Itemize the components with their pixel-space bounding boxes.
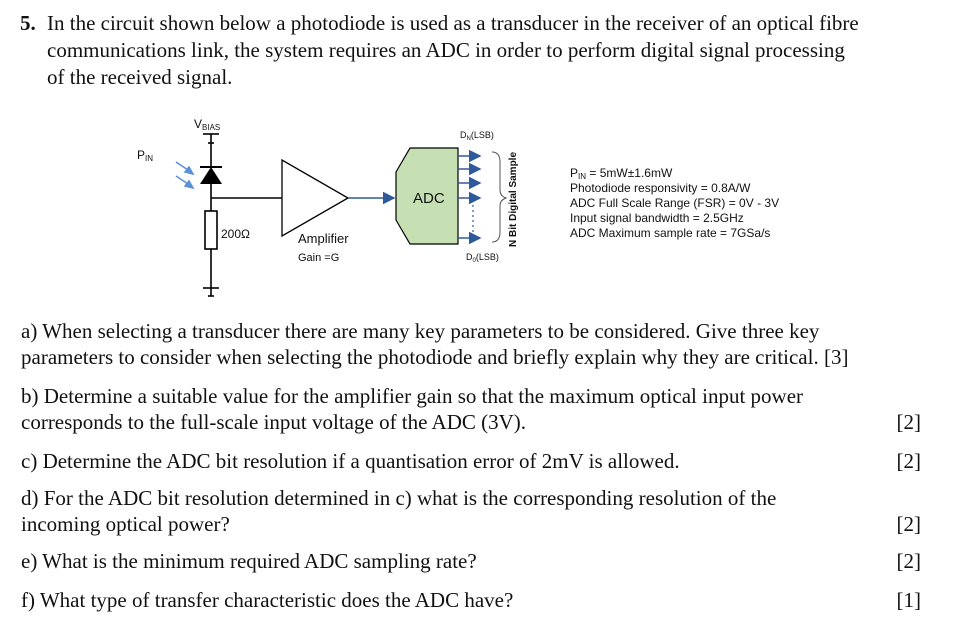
part-b-line-2: corresponds to the full-scale input volt…	[21, 410, 527, 434]
part-e: e) What is the minimum required ADC samp…	[21, 548, 921, 574]
amplifier-gain: Gain =G	[298, 252, 339, 264]
part-a-line-2: parameters to consider when selecting th…	[21, 345, 849, 369]
param-fsr: ADC Full Scale Range (FSR) = 0V - 3V	[570, 196, 779, 210]
photodiode-symbol	[200, 166, 222, 211]
d0-label: D0(LSB)	[466, 252, 499, 264]
part-e-mark: [2]	[896, 549, 922, 573]
part-d-line-2: incoming optical power?	[21, 512, 230, 536]
part-c-mark: [2]	[896, 449, 922, 473]
ground-symbol	[203, 249, 219, 297]
part-e-line-1: e) What is the minimum required ADC samp…	[21, 549, 477, 573]
pin-label: PIN	[137, 148, 153, 163]
part-d: d) For the ADC bit resolution determined…	[21, 485, 921, 537]
resistor-label: 200Ω	[221, 227, 250, 241]
intro-line-3: of the received signal.	[47, 65, 233, 89]
amplifier-label: Amplifier	[298, 231, 349, 246]
part-b-line-1: b) Determine a suitable value for the am…	[21, 384, 804, 408]
part-a-line-1: a) When selecting a transducer there are…	[21, 319, 820, 343]
amplifier-symbol	[281, 158, 350, 238]
part-f-line-1: f) What type of transfer characteristic …	[21, 588, 514, 612]
param-bandwidth: Input signal bandwidth = 2.5GHz	[570, 211, 744, 225]
nbit-label: N Bit Digital Sample	[508, 152, 519, 247]
output-brace	[491, 151, 508, 243]
circuit-diagram: PIN VBIAS 200Ω Amplifier Gain =G ADC	[137, 117, 779, 297]
part-a: a) When selecting a transducer there are…	[21, 318, 921, 370]
param-pin: PIN = 5mW±1.6mW	[570, 166, 673, 181]
resistor-symbol	[204, 210, 218, 250]
adc-output-arrows	[458, 149, 482, 245]
question-intro: 5. In the circuit shown below a photodiod…	[20, 10, 940, 91]
light-arrows	[175, 161, 195, 190]
part-c: c) Determine the ADC bit resolution if a…	[21, 448, 921, 474]
part-f-mark: [1]	[896, 588, 922, 612]
part-b: b) Determine a suitable value for the am…	[21, 383, 921, 435]
param-responsivity: Photodiode responsivity = 0.8A/W	[570, 181, 751, 195]
intro-line-1: In the circuit shown below a photodiode …	[47, 11, 859, 35]
adc-label: ADC	[413, 190, 445, 207]
intro-line-2: communications link, the system requires…	[47, 38, 845, 62]
adc-block	[395, 147, 459, 245]
part-d-mark: [2]	[896, 512, 922, 536]
part-b-mark: [2]	[896, 410, 922, 434]
circuit-parameters: PIN = 5mW±1.6mW Photodiode responsivity …	[570, 166, 779, 240]
dn-label: DN(LSB)	[460, 130, 494, 142]
vbias-label: VBIAS	[194, 117, 220, 132]
part-d-line-1: d) For the ADC bit resolution determined…	[21, 486, 777, 510]
part-c-line-1: c) Determine the ADC bit resolution if a…	[21, 449, 680, 473]
question-number: 5.	[20, 11, 36, 35]
part-f: f) What type of transfer characteristic …	[21, 587, 921, 613]
param-sample-rate: ADC Maximum sample rate = 7GSa/s	[570, 226, 770, 240]
